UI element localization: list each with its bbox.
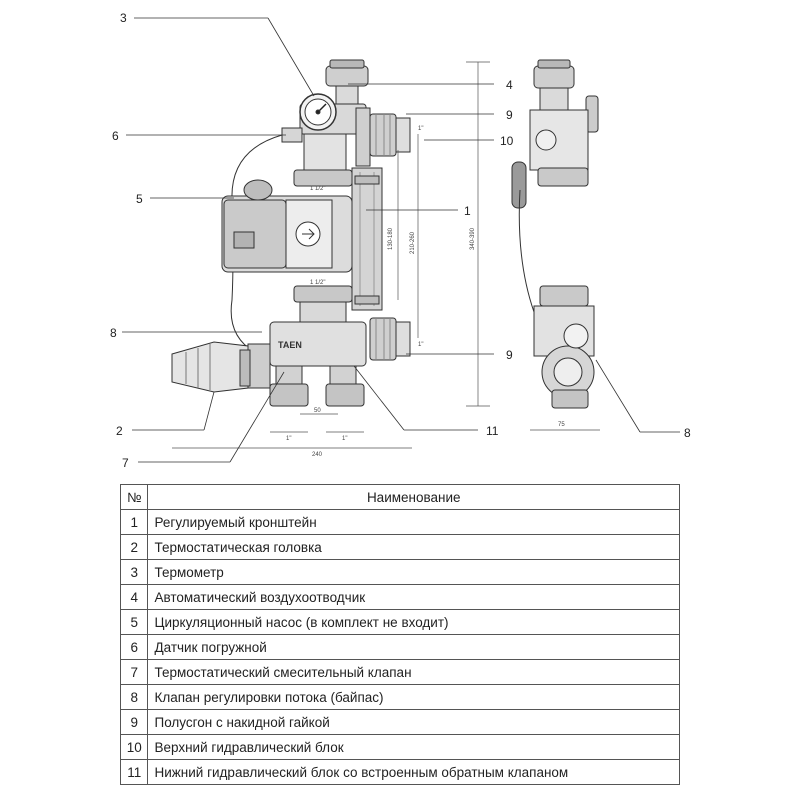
callout-8-left: 8 [110, 326, 117, 340]
dim-1in-left: 1" [286, 436, 291, 442]
row-number: 7 [119, 659, 149, 685]
callout-8-right: 8 [684, 426, 691, 440]
row-name: Регулируемый кронштейн [147, 509, 680, 535]
row-number: 8 [119, 684, 149, 710]
thermometer [299, 93, 337, 131]
row-number: 1 [119, 509, 149, 535]
dim-1in-right: 1" [342, 436, 347, 442]
callout-9-top: 9 [506, 108, 513, 122]
header-name: Наименование [147, 484, 680, 510]
dim-130-180: 130-180 [388, 227, 394, 250]
row-name: Термометр [147, 559, 680, 585]
row-name: Нижний гидравлический блок со встроенным… [147, 759, 680, 785]
dim-75: 75 [558, 422, 565, 428]
callout-4: 4 [506, 78, 513, 92]
callout-9-bottom: 9 [506, 348, 513, 362]
dim-thread-bottom: 1" [418, 342, 423, 348]
callout-leaders [122, 17, 680, 463]
bypass-valve [247, 343, 271, 389]
dim-240: 240 [312, 452, 323, 458]
row-name: Циркуляционный насос (в комплект не вход… [147, 609, 680, 635]
lower-hydraulic-block [269, 301, 367, 407]
callout-7: 7 [122, 456, 129, 470]
upper-pipe-nut [293, 169, 353, 187]
front-view [171, 59, 411, 407]
callout-3: 3 [120, 11, 127, 25]
row-name: Автоматический воздухоотводчик [147, 584, 680, 610]
callout-6: 6 [112, 129, 119, 143]
row-name: Клапан регулировки потока (байпас) [147, 684, 680, 710]
row-number: 2 [119, 534, 149, 560]
dim-thread-top: 1" [418, 126, 423, 132]
dim-pipe-upper: 1 1/2" [310, 186, 325, 192]
dim-210-260: 210-260 [410, 231, 416, 254]
dim-340-390: 340-390 [470, 227, 476, 250]
row-number: 10 [119, 734, 149, 760]
dim-pipe-lower: 1 1/2" [310, 280, 325, 286]
dimension-lines [172, 61, 600, 449]
header-number: № [119, 484, 149, 510]
row-number: 9 [119, 709, 149, 735]
bracket [351, 167, 383, 311]
callout-11: 11 [486, 424, 499, 438]
lower-pipe-nut [293, 285, 353, 303]
row-number: 11 [119, 759, 149, 785]
callout-1: 1 [464, 204, 471, 218]
callout-2: 2 [116, 424, 123, 438]
row-name: Термостатическая головка [147, 534, 680, 560]
union-nut-bottom [369, 317, 411, 361]
row-name: Термостатический смесительный клапан [147, 659, 680, 685]
parts-table-header: № Наименование [119, 484, 680, 510]
air-vent [325, 59, 369, 105]
row-name: Верхний гидравлический блок [147, 734, 680, 760]
dim-50: 50 [314, 408, 321, 414]
row-name: Полусгон с накидной гайкой [147, 709, 680, 735]
circulation-pump [221, 179, 353, 273]
row-number: 3 [119, 559, 149, 585]
row-name: Датчик погружной [147, 634, 680, 660]
row-number: 5 [119, 609, 149, 635]
callout-10: 10 [500, 134, 514, 148]
brand-logo-text: TAEN [278, 340, 302, 350]
callout-5: 5 [136, 192, 143, 206]
row-number: 4 [119, 584, 149, 610]
mixing-unit-diagram: TAEN 1 1/2" 1 1/2" 1" 1" 130-180 210-26 [110, 11, 691, 470]
side-view [511, 59, 599, 409]
thermostatic-head [171, 341, 251, 393]
union-nut-top [369, 113, 411, 157]
row-number: 6 [119, 634, 149, 660]
